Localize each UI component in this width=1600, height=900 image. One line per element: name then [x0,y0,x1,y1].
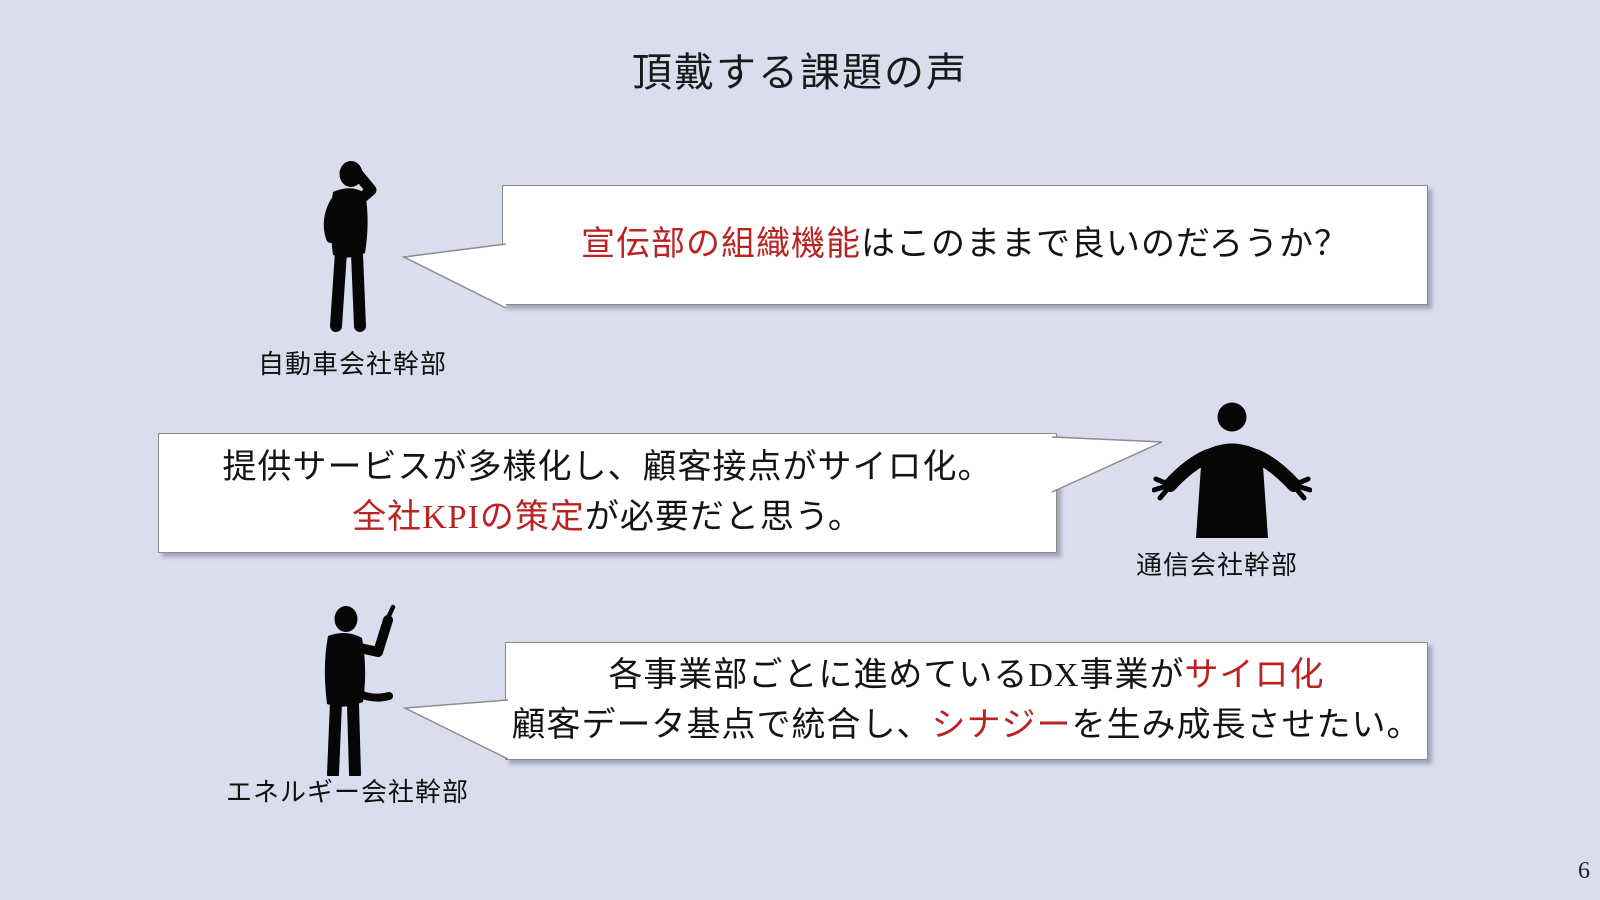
speech-bubble: 各事業部ごとに進めているDX事業がサイロ化顧客データ基点で統合し、シナジーを生み… [505,642,1428,760]
bubble-text: 各事業部ごとに進めているDX事業が [608,657,1185,694]
bubble-line: 提供サービスが多様化し、顧客接点がサイロ化。 [223,443,993,493]
speech-bubble-tail [401,243,507,309]
bubble-line: 全社KPIの策定が必要だと思う。 [352,493,863,543]
bubble-text: はこのままで良いのだろうか？ [861,226,1349,263]
bubble-text: が必要だと思う。 [584,499,863,536]
slide-title: 頂戴する課題の声 [632,50,968,95]
speaker-label: 自動車会社幹部 [257,350,447,379]
speaker-label: 通信会社幹部 [1135,551,1298,580]
speech-bubble: 提供サービスが多様化し、顧客接点がサイロ化。全社KPIの策定が必要だと思う。 [158,433,1057,553]
speech-bubble-tail [1051,436,1163,493]
bubble-line: 宣伝部の組織機能はこのままで良いのだろうか？ [581,220,1349,270]
highlighted-text: サイロ化 [1184,657,1325,694]
speaker-label: エネルギー会社幹部 [225,778,469,807]
highlighted-text: シナジー [931,707,1072,744]
bubble-text: 提供サービスが多様化し、顧客接点がサイロ化。 [222,449,993,486]
bubble-text: を生み成長させたい。 [1071,707,1422,744]
speech-bubble: 宣伝部の組織機能はこのままで良いのだろうか？ [502,185,1428,305]
highlighted-text: 全社KPIの策定 [352,499,585,536]
bubble-line: 各事業部ごとに進めているDX事業がサイロ化 [608,651,1324,701]
page-number: 6 [1578,858,1590,884]
telecom-executive-silhouette-icon [1151,400,1313,538]
highlighted-text: 宣伝部の組織機能 [581,226,862,263]
bubble-line: 顧客データ基点で統合し、シナジーを生み成長させたい。 [512,701,1422,751]
bubble-text: 顧客データ基点で統合し、 [511,707,932,744]
automotive-executive-silhouette-icon [305,158,400,336]
speech-bubble-tail [402,699,509,760]
energy-executive-silhouette-icon [310,604,415,780]
